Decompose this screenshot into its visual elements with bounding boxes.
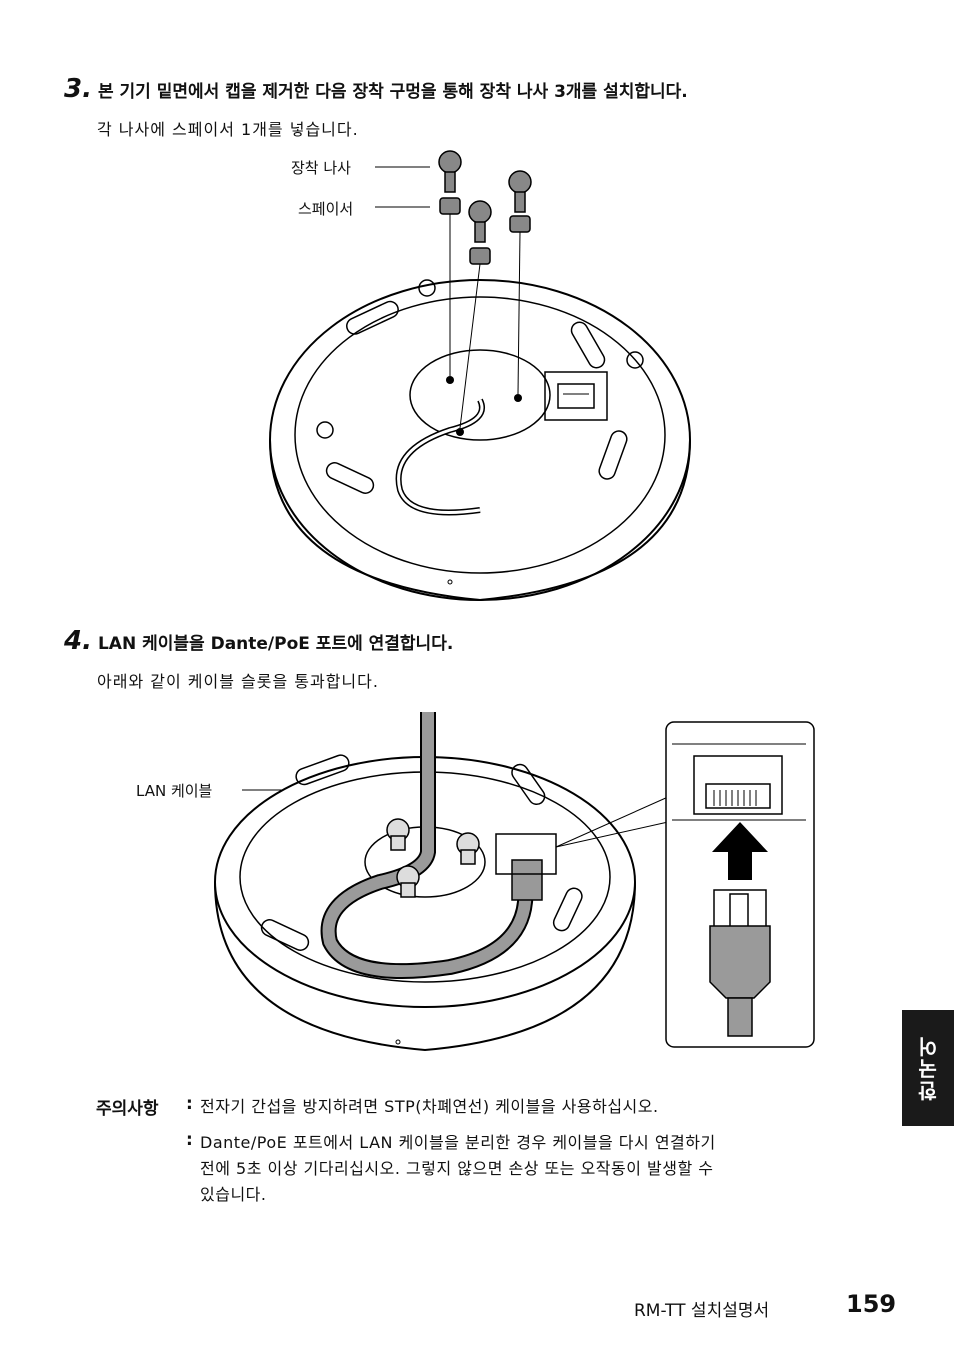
step-3-heading: 3. 본 기기 밑면에서 캡을 제거한 다음 장착 구멍을 통해 장착 나사 3…	[64, 74, 688, 104]
language-tab: 한국어	[902, 1010, 954, 1126]
step-number: 3.	[64, 74, 92, 104]
step-4-heading: 4. LAN 케이블을 Dante/PoE 포트에 연결합니다.	[64, 626, 453, 656]
step-title: 본 기기 밑면에서 캡을 제거한 다음 장착 구멍을 통해 장착 나사 3개를 …	[97, 82, 688, 102]
callout-mounting-screw: 장착 나사	[291, 159, 351, 177]
footer-document-title: RM-TT 설치설명서	[634, 1301, 770, 1321]
note-colon: :	[186, 1094, 193, 1114]
step-3-subtitle: 각 나사에 스페이서 1개를 넣습니다.	[97, 120, 359, 139]
note-colon: :	[186, 1130, 193, 1150]
caution-label: 주의사항	[96, 1099, 159, 1119]
caution-note-2-line-3: 있습니다.	[200, 1185, 267, 1204]
figure-mounting-screws	[269, 150, 691, 602]
caution-note-2-line-1: Dante/PoE 포트에서 LAN 케이블을 분리한 경우 케이블을 다시 연…	[200, 1133, 716, 1152]
callout-spacer: 스페이서	[298, 200, 354, 218]
caution-note-2-line-2: 전에 5초 이상 기다리십시오. 그렇지 않으면 손상 또는 오작동이 발생할 …	[200, 1159, 714, 1178]
step-4-subtitle: 아래와 같이 케이블 슬롯을 통과합니다.	[97, 672, 379, 691]
caution-note-1: 전자기 간섭을 방지하려면 STP(차폐연선) 케이블을 사용하십시오.	[200, 1097, 659, 1116]
step-title: LAN 케이블을 Dante/PoE 포트에 연결합니다.	[97, 634, 454, 654]
language-tab-label: 한국어	[916, 1035, 941, 1101]
figure-lan-connection	[214, 712, 815, 1052]
page-number: 159	[846, 1290, 897, 1318]
step-number: 4.	[64, 626, 92, 656]
callout-lan-cable: LAN 케이블	[136, 782, 213, 800]
